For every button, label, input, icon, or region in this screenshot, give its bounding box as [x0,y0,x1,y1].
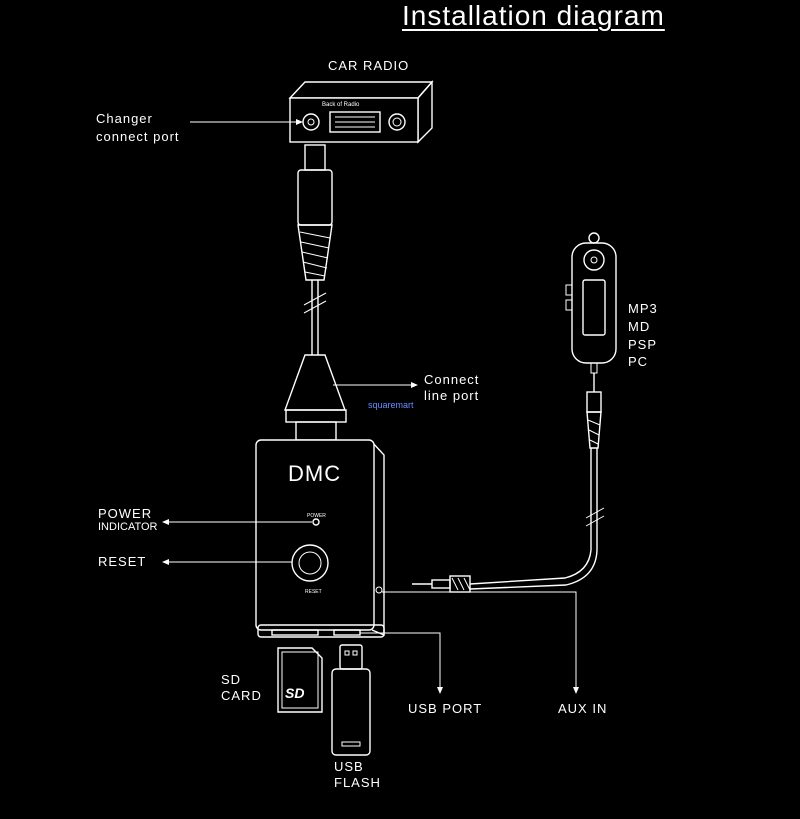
dmc-label: DMC [288,461,342,486]
back-of-radio-label: Back of Radio [322,102,360,108]
sd-logo: SD [285,685,305,701]
antenna-port-icon [388,113,406,131]
car-radio-label: CAR RADIO [328,58,410,73]
connect-line-plug [284,354,347,441]
aux-jack-icon [375,586,383,594]
power-small-label: POWER [307,513,326,519]
changer-cable [297,144,333,355]
diagram-title: Installation diagram [402,0,665,31]
device-md: MD [628,319,651,334]
usb-port-pointer-line [360,632,441,690]
usb-flash-label-line2: FLASH [334,775,381,790]
connect-label-line2: line port [424,388,480,403]
sd-slot [271,629,319,636]
usb-slot [333,629,361,636]
sd-card-label-line2: CARD [221,688,262,703]
usb-port-label: USB PORT [408,701,483,716]
device-pc: PC [628,354,649,369]
device-psp: PSP [628,337,658,352]
device-mp3: MP3 [628,301,658,316]
car-radio: Back of Radio [288,80,434,144]
watermark: squaremart [368,400,414,410]
changer-label-line2: connect port [96,129,180,144]
aux-cable [412,362,605,593]
usb-flash-label-line1: USB [334,759,364,774]
aux-in-label: AUX IN [558,701,608,716]
reset-knob-icon [291,544,329,582]
mp3-player-icon [565,232,617,364]
reset-label: RESET [98,554,147,569]
reset-small-label: RESET [305,589,322,595]
power-label-line1: POWER [98,506,153,521]
dmc-unit [255,439,385,638]
aux-pointer-line [382,591,577,690]
power-led-icon [312,518,320,526]
connect-label-line1: Connect [424,372,480,387]
usb-flash-icon [331,644,371,756]
sd-card-label-line1: SD [221,672,242,687]
sd-card-icon [277,647,323,713]
iso-connector-icon [329,111,381,133]
power-label-line2: INDICATOR [98,521,158,533]
changer-label-line1: Changer [96,111,153,126]
